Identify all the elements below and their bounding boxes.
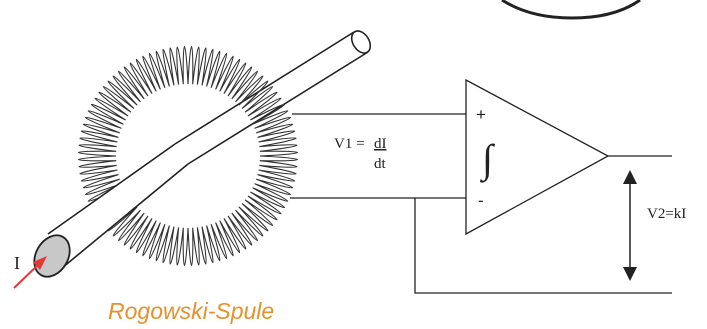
- v1-numerator: dI: [374, 136, 387, 152]
- coil-windings: [78, 46, 298, 266]
- caption-rogowski-spule: Rogowski-Spule: [108, 298, 275, 324]
- minus-terminal-label: -: [478, 191, 484, 210]
- top-right-arc-decoration: [501, 0, 641, 20]
- plus-terminal-label: +: [476, 105, 486, 124]
- conductor-back: [174, 30, 372, 165]
- circuit-wires: [290, 113, 672, 294]
- current-arrow: [13, 256, 47, 289]
- integral-symbol-icon: ∫: [479, 136, 496, 183]
- conductor-front: [33, 143, 189, 278]
- v1-denominator: dt: [374, 156, 387, 172]
- integrator-amplifier: [465, 78, 610, 236]
- v2-label: V2=kI: [647, 206, 686, 222]
- conductor-cross-section: [33, 234, 71, 278]
- rogowski-coil: [78, 46, 298, 266]
- current-label: I: [14, 253, 20, 273]
- v1-prefix-label: V1 =: [334, 136, 365, 152]
- output-voltage-double-arrow-icon: [623, 170, 637, 281]
